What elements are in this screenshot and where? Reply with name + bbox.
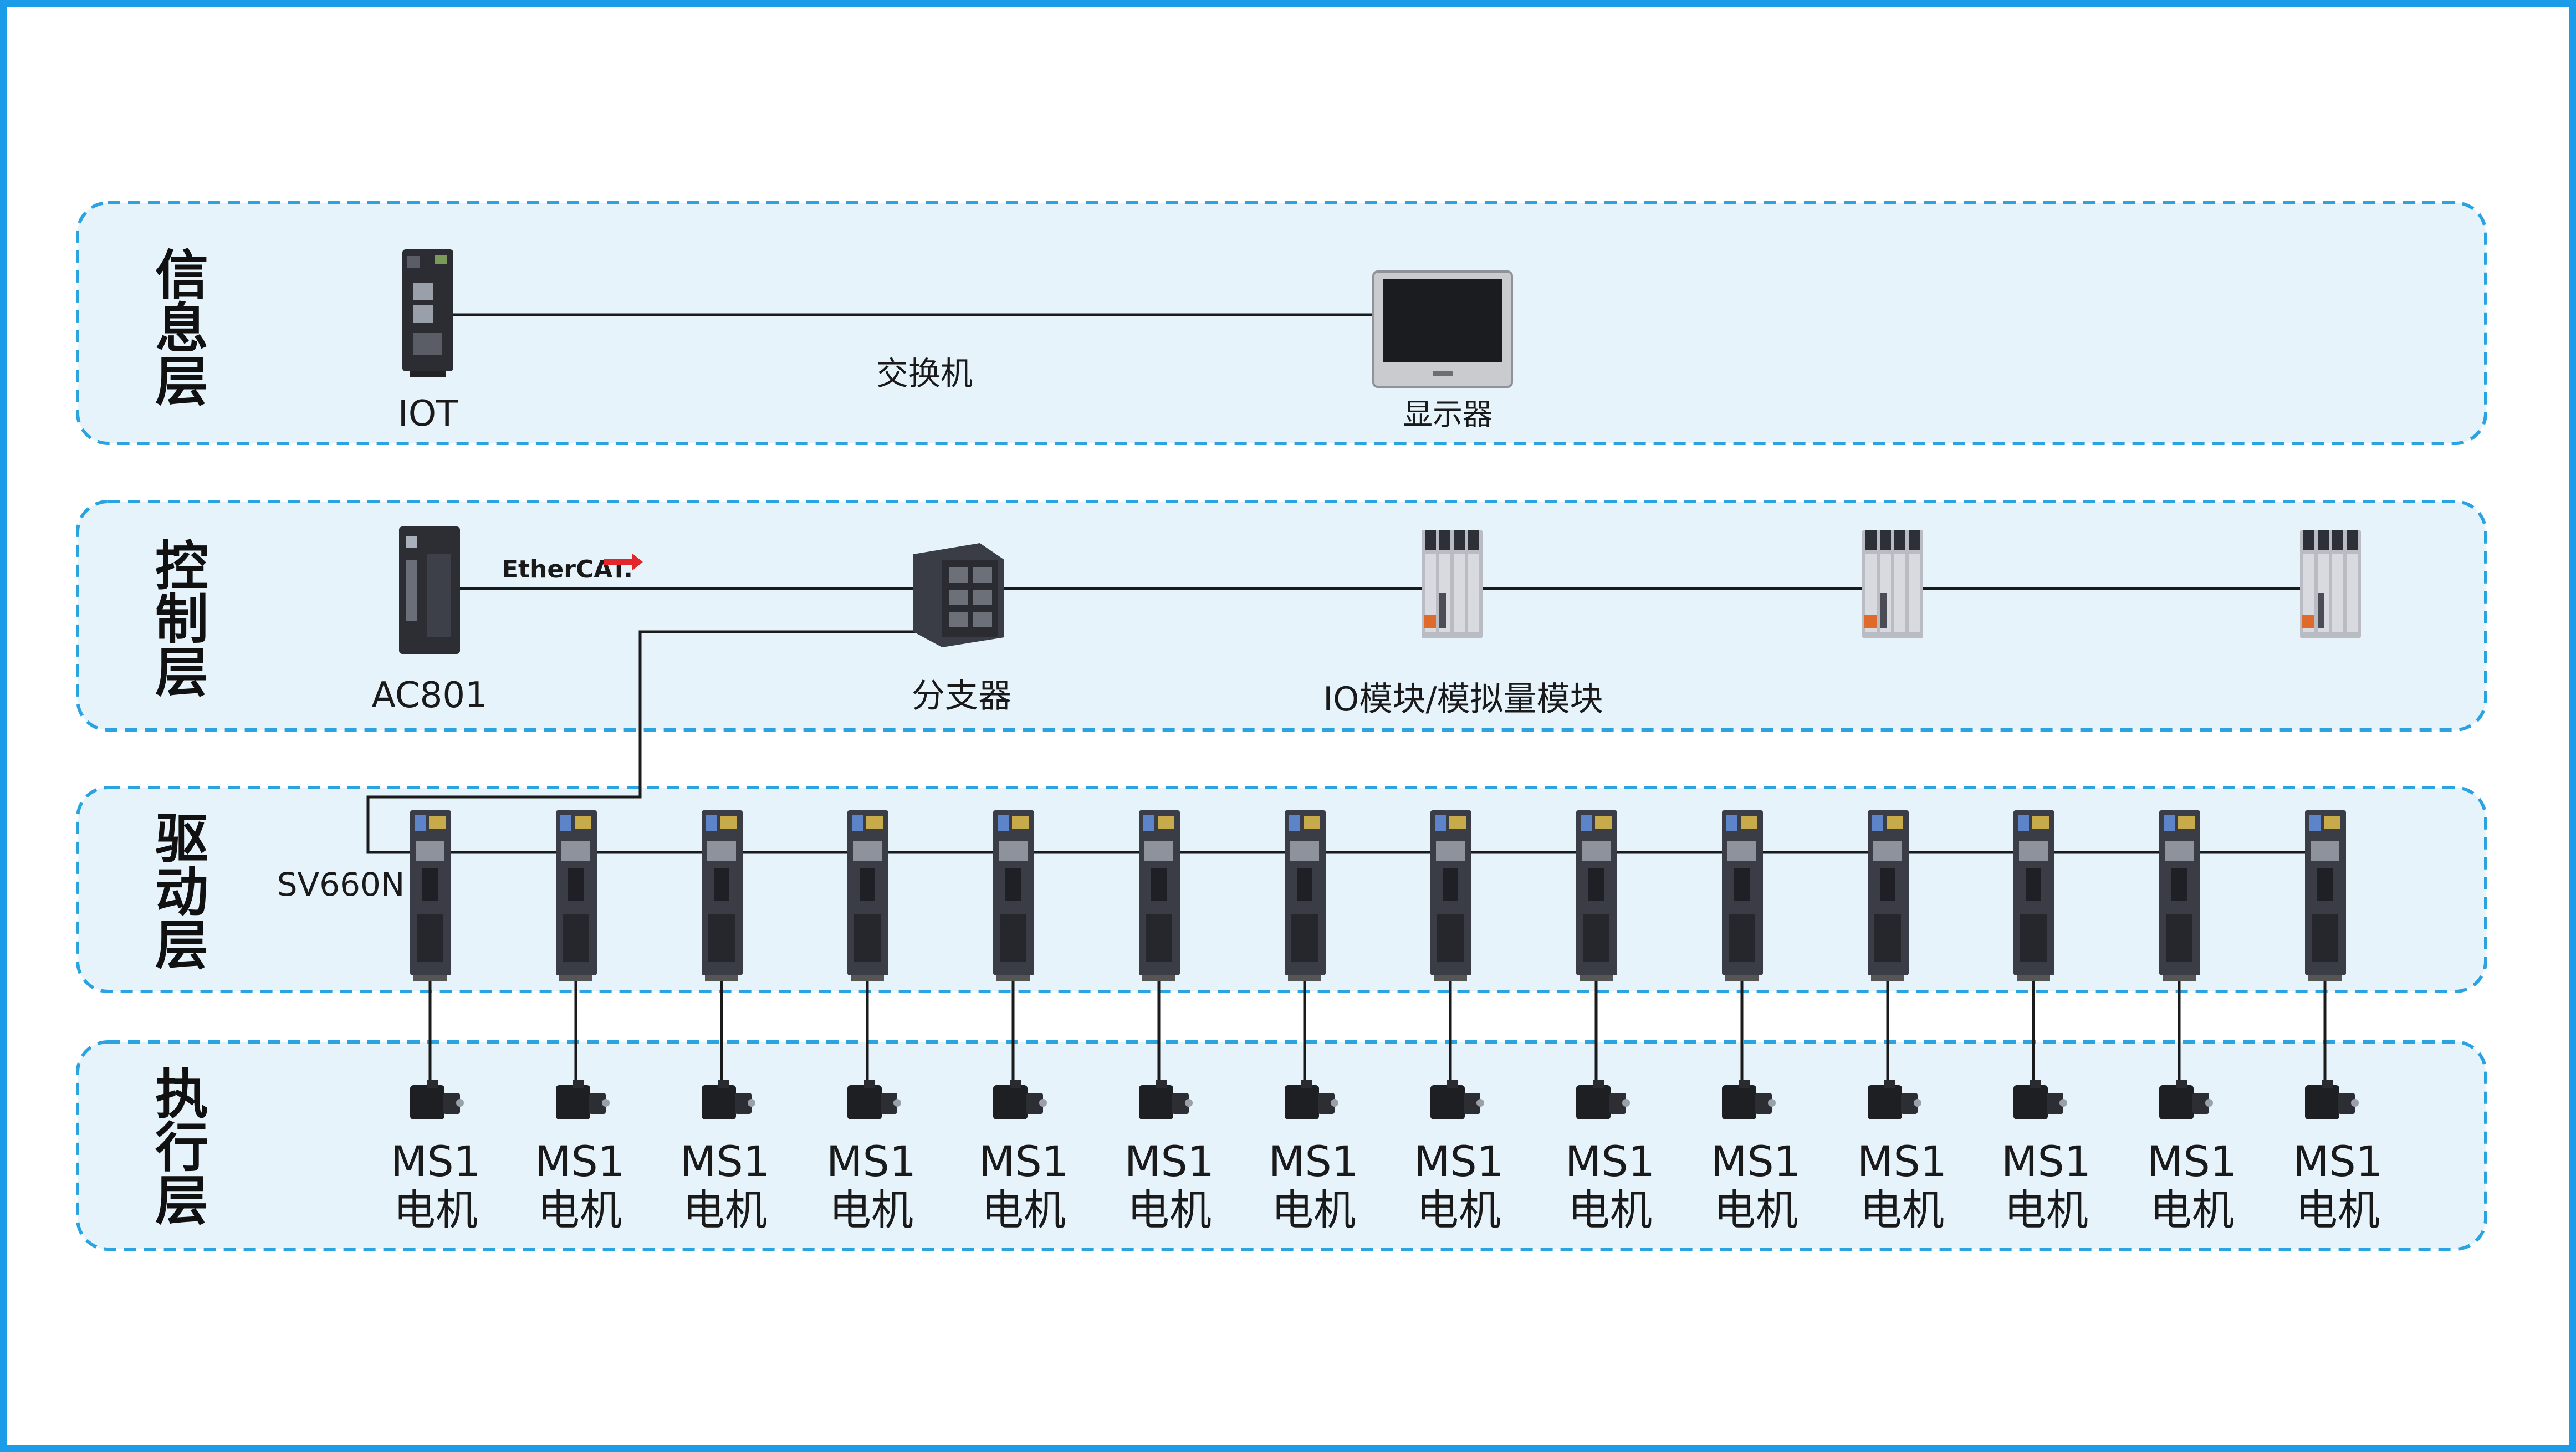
ac801-controller [399, 526, 460, 654]
servo-drive-device [1722, 810, 1763, 981]
servo-drive-device [847, 810, 888, 981]
iot-label: IOT [398, 393, 458, 434]
servo-motor [1285, 1080, 1338, 1119]
servo-drive-device [702, 810, 743, 981]
io-module-group [1422, 530, 2361, 638]
servo-motor [2013, 1080, 2067, 1119]
display-device [1372, 270, 1513, 388]
servo-drive-device [2159, 810, 2200, 981]
servo-motor [1868, 1080, 1921, 1119]
servo-motor [1576, 1080, 1630, 1119]
info-layer-label: 信息层 [155, 244, 208, 413]
servo-drive-device [556, 810, 597, 981]
servo-motor [1430, 1080, 1484, 1119]
splitter-device [913, 543, 1004, 647]
servo-drive-device [1139, 810, 1180, 981]
servo-motor [847, 1080, 901, 1119]
ethercat-logo: EtherCAT. [502, 553, 643, 584]
servo-motor [2305, 1080, 2359, 1119]
servo-drive-device [1868, 810, 1909, 981]
servo-motor [1139, 1080, 1193, 1119]
servo-motor [410, 1080, 464, 1119]
io-module-device [2300, 530, 2361, 638]
execute-layer-label: 执行层 [155, 1064, 208, 1232]
servo-motor [2159, 1080, 2213, 1119]
splitter-to-drive-link [366, 630, 920, 854]
servo-drive-device [2305, 810, 2346, 981]
motor-link-group [428, 981, 2327, 1095]
servo-motor [993, 1080, 1047, 1119]
control-layer-label: 控制层 [155, 535, 208, 704]
servo-drive-device [2013, 810, 2054, 981]
drive-layer-label: 驱动层 [155, 808, 208, 976]
servo-motor [702, 1080, 755, 1119]
servo-motor [556, 1080, 610, 1119]
servo-motor [1722, 1080, 1776, 1119]
servo-drive-device [993, 810, 1034, 981]
servo-drive-device [1285, 810, 1326, 981]
servo-drive-group [410, 810, 2346, 981]
servo-drive-device [410, 810, 451, 981]
iot-gateway-device [402, 249, 453, 377]
info-layer-panel [76, 201, 2487, 445]
io-module-device [1862, 530, 1923, 638]
ac801-label: AC801 [371, 675, 488, 716]
splitter-label: 分支器 [912, 677, 1011, 715]
io-module-label: IO模块/模拟量模块 [1323, 680, 1603, 719]
servo-drive-label: SV660N [277, 866, 405, 903]
io-module-device [1422, 530, 1483, 638]
servo-drive-device [1576, 810, 1617, 981]
switch-label: 交换机 [876, 355, 973, 392]
display-label: 显示器 [1403, 397, 1493, 432]
servo-drive-device [1430, 810, 1471, 981]
